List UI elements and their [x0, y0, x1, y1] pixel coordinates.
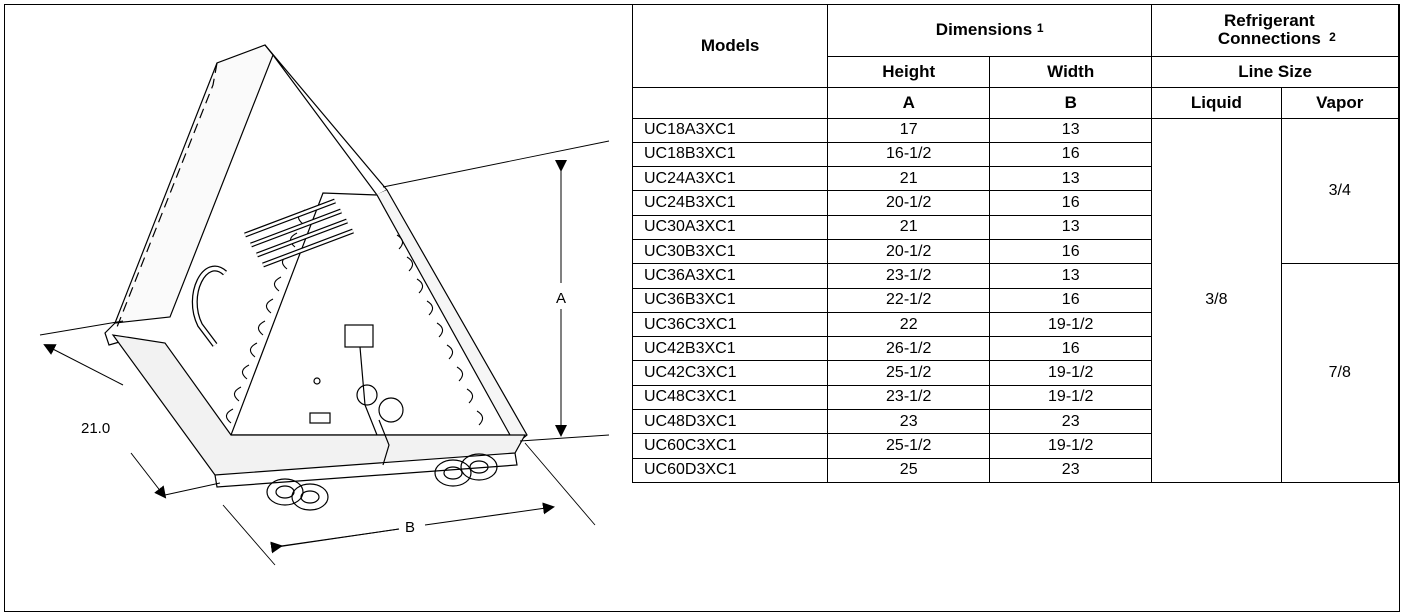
- model-cell: UC60D3XC1: [631, 457, 829, 483]
- line-size-header: Line Size: [1151, 55, 1399, 88]
- width-cell: 19-1/2: [989, 384, 1153, 411]
- width-cell: 16: [989, 336, 1153, 362]
- width-cell: 13: [989, 263, 1153, 289]
- a-header: A: [827, 86, 991, 119]
- width-cell: 23: [989, 409, 1153, 435]
- model-cell: UC36C3XC1: [631, 311, 829, 338]
- dim-a-label: A: [556, 290, 566, 307]
- height-cell: 25-1/2: [827, 433, 991, 459]
- model-cell: UC48C3XC1: [631, 384, 829, 411]
- height-cell: 16-1/2: [827, 141, 991, 168]
- dimensions-table: Models Dimensions 1 Refrigerant Connecti…: [631, 3, 1400, 483]
- table-row: UC36B3XC1 22-1/2 16: [631, 287, 1399, 313]
- dimensions-footnote: 1: [1036, 21, 1044, 35]
- model-cell: UC24A3XC1: [631, 166, 829, 192]
- model-cell: UC18A3XC1: [631, 117, 829, 143]
- model-cell: UC36A3XC1: [631, 263, 829, 289]
- blank-header-cell: [631, 86, 829, 119]
- dim-depth-line-bottom: [130, 452, 167, 499]
- height-cell: 25-1/2: [827, 360, 991, 386]
- table-row: UC36A3XC1 23-1/2 13 7/8: [631, 263, 1400, 483]
- table-row: UC24A3XC1 21 13: [631, 166, 1399, 192]
- height-cell: 17: [827, 117, 991, 143]
- dim-b-arrow-left: [270, 528, 400, 554]
- width-cell: 19-1/2: [989, 360, 1153, 386]
- table-row: UC48D3XC1 23 23: [631, 409, 1399, 435]
- dimensions-header: Dimensions 1: [827, 3, 1153, 57]
- width-cell: 16: [989, 287, 1153, 313]
- model-cell: UC18B3XC1: [631, 141, 829, 168]
- table-row: UC18B3XC1 16-1/2 16: [631, 141, 1399, 168]
- height-cell: 25: [827, 457, 991, 483]
- height-cell: 23-1/2: [827, 263, 991, 289]
- width-cell: 16: [989, 141, 1153, 168]
- dim-b-label: B: [405, 519, 415, 536]
- model-cell: UC36B3XC1: [631, 287, 829, 313]
- table-row: UC18A3XC1 17 13 3/8 3/4: [631, 117, 1400, 483]
- spec-frame: A 21.0 B Models Dimensions 1 Refrigerant…: [4, 3, 1400, 612]
- height-cell: 23: [827, 409, 991, 435]
- model-cell: UC60C3XC1: [631, 433, 829, 459]
- model-cell: UC24B3XC1: [631, 190, 829, 216]
- table-row: UC42B3XC1 26-1/2 16: [631, 336, 1399, 362]
- width-cell: 13: [989, 214, 1153, 240]
- model-cell: UC48D3XC1: [631, 409, 829, 435]
- height-cell: 20-1/2: [827, 190, 991, 216]
- table-row: UC42C3XC1 25-1/2 19-1/2: [631, 360, 1399, 386]
- width-cell: 19-1/2: [989, 433, 1153, 459]
- height-cell: 26-1/2: [827, 336, 991, 362]
- height-cell: 21: [827, 214, 991, 240]
- model-cell: UC30A3XC1: [631, 214, 829, 240]
- table-row: UC48C3XC1 23-1/2 19-1/2: [631, 384, 1399, 411]
- table-row: UC30B3XC1 20-1/2 16: [631, 238, 1399, 265]
- height-cell: 23-1/2: [827, 384, 991, 411]
- model-cell: UC42B3XC1: [631, 336, 829, 362]
- height-header: Height: [827, 55, 991, 88]
- width-cell: 16: [989, 190, 1153, 216]
- model-cell: UC42C3XC1: [631, 360, 829, 386]
- coil-drawing: A 21.0 B: [5, 5, 633, 611]
- vapor-cell-small: 3/4: [1280, 117, 1400, 265]
- models-header: Models: [631, 3, 829, 88]
- vapor-cell-large: 7/8: [1280, 263, 1400, 483]
- liquid-header: Liquid: [1151, 86, 1282, 119]
- height-cell: 21: [827, 166, 991, 192]
- height-cell: 20-1/2: [827, 238, 991, 265]
- b-header: B: [989, 86, 1153, 119]
- width-cell: 13: [989, 117, 1153, 143]
- height-cell: 22-1/2: [827, 287, 991, 313]
- width-cell: 19-1/2: [989, 311, 1153, 338]
- dim-depth-label: 21.0: [81, 420, 110, 437]
- table-row: UC60D3XC1 25 23: [631, 457, 1399, 483]
- width-header: Width: [989, 55, 1153, 88]
- width-cell: 23: [989, 457, 1153, 483]
- refrigerant-footnote: 2: [1329, 29, 1336, 44]
- model-cell: UC30B3XC1: [631, 238, 829, 265]
- width-cell: 16: [989, 238, 1153, 265]
- vapor-header: Vapor: [1280, 86, 1400, 119]
- table-row: UC36C3XC1 22 19-1/2: [631, 311, 1399, 338]
- table-row: UC24B3XC1 20-1/2 16: [631, 190, 1399, 216]
- table-row: UC60C3XC1 25-1/2 19-1/2: [631, 433, 1399, 459]
- dim-depth-line-top: [43, 344, 124, 386]
- height-cell: 22: [827, 311, 991, 338]
- refrigerant-header: Refrigerant Connections 2: [1151, 3, 1399, 57]
- coil-illustration: A 21.0 B: [39, 44, 610, 566]
- dim-b-line-right: [424, 502, 555, 526]
- width-cell: 13: [989, 166, 1153, 192]
- liquid-cell: 3/8: [1151, 117, 1282, 483]
